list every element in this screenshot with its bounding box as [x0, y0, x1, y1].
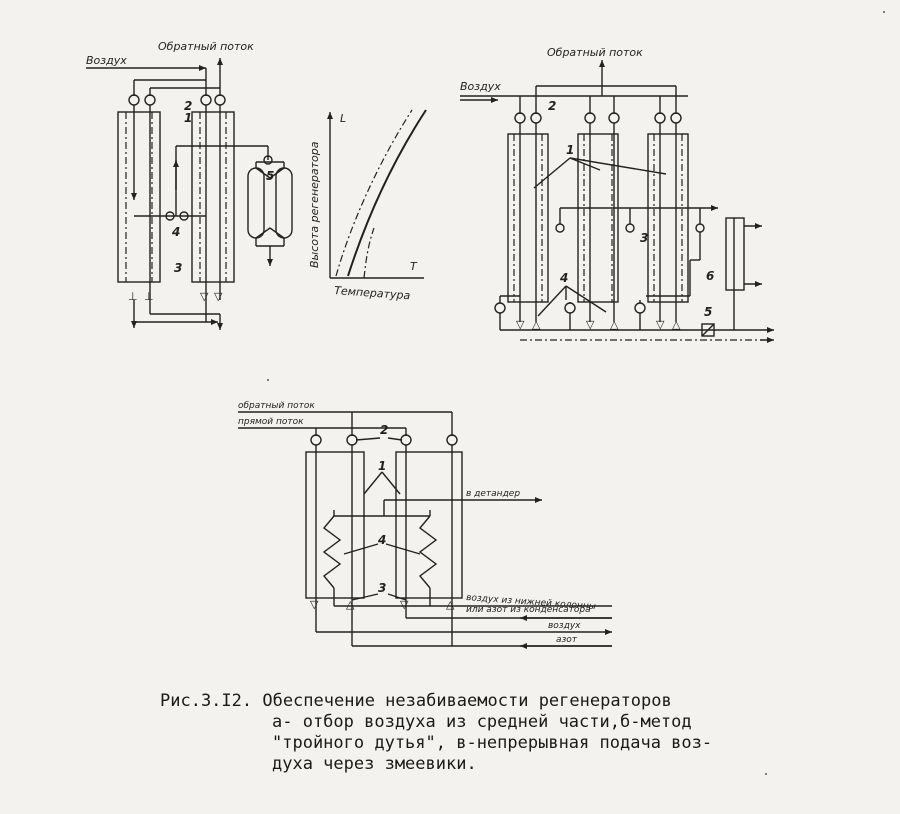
label-num-3-a: 3	[174, 261, 182, 275]
coil-c-right	[418, 515, 438, 589]
label-num-4-c: 4	[377, 533, 386, 547]
svg-text:▽: ▽	[400, 598, 409, 611]
label-air-c: воздух	[548, 621, 581, 631]
adsorber-left	[247, 167, 265, 239]
label-num-2-c: 2	[380, 423, 388, 437]
label-num-1-c: 1	[378, 459, 386, 473]
graph-curve-short	[363, 227, 375, 279]
svg-text:▽: ▽	[516, 318, 525, 331]
caption-line-1: Рис.3.I2. Обеспечение незабиваемости рег…	[160, 691, 672, 711]
adsorber-right	[275, 167, 293, 239]
regenerator-b-1	[507, 133, 549, 303]
column-b-6	[725, 217, 745, 291]
label-num-4-a: 4	[171, 225, 180, 239]
label-air-b: Воздух	[460, 80, 501, 93]
caption-line-2: а- отбор воздуха из средней части,б-мето…	[272, 712, 692, 732]
graph-curve-solid	[347, 109, 427, 277]
regenerator-b-3	[647, 133, 689, 303]
regenerator-c-right	[395, 451, 463, 599]
graph-y-label: Высота регенератора	[308, 141, 321, 268]
svg-text:▽: ▽	[200, 290, 209, 303]
svg-text:▽: ▽	[656, 318, 665, 331]
valve-b-5	[701, 323, 715, 337]
label-to-expander: в детандер	[466, 489, 520, 499]
valve-adsorber	[263, 155, 273, 165]
label-num-1-a: 1	[184, 111, 192, 125]
label-num-2-b: 2	[548, 99, 556, 113]
caption-line-4: духа через змеевики.	[272, 754, 477, 774]
svg-text:△: △	[446, 598, 455, 611]
regenerator-a-right	[191, 111, 235, 283]
label-num-6-b: 6	[706, 269, 714, 283]
coil-c-left	[322, 515, 342, 589]
svg-text:△: △	[610, 318, 619, 331]
label-num-5-a: 5	[266, 169, 274, 183]
caption-line-3: "тройного дутья", в-непрерывная подача в…	[272, 733, 713, 753]
svg-text:▽: ▽	[586, 318, 595, 331]
valve-a-2	[144, 94, 156, 106]
label-direct-flow-c: прямой поток	[238, 417, 304, 427]
diagram-c: ▽ △ ▽ △ обратный поток прямой поток в де…	[238, 401, 612, 649]
figure-caption: Рис.3.I2. Обеспечение незабиваемости рег…	[160, 691, 800, 775]
label-num-5-b: 5	[704, 305, 712, 319]
regenerator-b-2	[577, 133, 619, 303]
label-reverse-flow-a: Обратный поток	[158, 40, 254, 53]
svg-text:▽: ▽	[310, 598, 319, 611]
label-num-4-b: 4	[559, 271, 568, 285]
label-nitrogen-c: азот	[556, 635, 578, 645]
label-reverse-flow-b: Обратный поток	[547, 46, 643, 59]
svg-text:⊥: ⊥	[128, 290, 138, 303]
label-air-a: Воздух	[86, 54, 127, 67]
diagram-b: ▽ △ ▽ △ ▽ △ Обратный поток Воздух 1 2 3 …	[460, 46, 774, 343]
svg-text:△: △	[346, 598, 355, 611]
label-air-from-column-2: или азот из конденсатора	[466, 605, 591, 615]
diagram-a: ⊥ ⊥ ▽ ▽ Воздух Обратный поток 1 2 3 4 5 …	[86, 40, 427, 330]
label-num-3-b: 3	[640, 231, 648, 245]
svg-text:△: △	[532, 318, 541, 331]
graph-x-symbol: T	[410, 260, 418, 273]
svg-text:⊥: ⊥	[144, 290, 154, 303]
valve-a-1	[128, 94, 140, 106]
label-reverse-flow-c: обратный поток	[238, 401, 315, 411]
graph-curve-dashdot	[335, 109, 413, 277]
valve-a-4	[214, 94, 226, 106]
svg-text:△: △	[672, 318, 681, 331]
graph-y-symbol: L	[340, 112, 346, 125]
valve-a-3	[200, 94, 212, 106]
regenerator-c-left	[305, 451, 365, 599]
label-num-3-c: 3	[378, 581, 386, 595]
label-num-1-b: 1	[566, 143, 574, 157]
svg-text:▽: ▽	[214, 290, 223, 303]
regenerator-a-left	[117, 111, 161, 283]
graph-x-label: Температура	[334, 284, 411, 302]
label-num-2-a: 2	[184, 99, 192, 113]
